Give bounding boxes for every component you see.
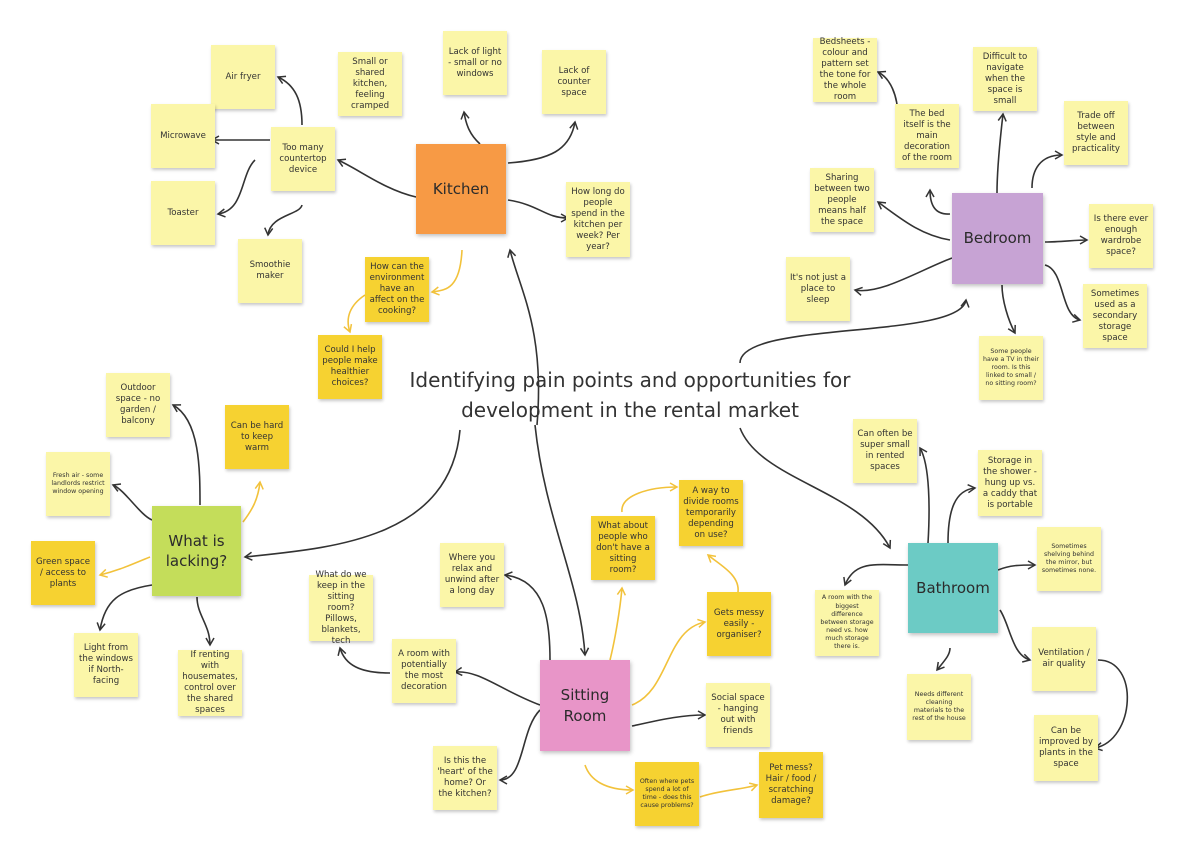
note-what-keep: What do we keep in the sitting room? Pil…: [309, 570, 373, 646]
arrow-bedroom-tradeoff: [1031, 150, 1064, 189]
arrow-countertop-toaster: [216, 159, 256, 218]
note-bedsheets: Bedsheets - colour and pattern set the t…: [813, 37, 877, 102]
arrow-sitting-social: [631, 710, 707, 727]
note-divide-rooms: A way to divide rooms temporarily depend…: [679, 480, 743, 546]
arrow-lacking-outdoor: [171, 404, 201, 506]
note-plants-improve: Can be improved by plants in the space: [1034, 715, 1098, 781]
arrow-bedroom-wardrobe: [1044, 235, 1089, 245]
arrow-bathroom-shelving: [997, 560, 1037, 571]
note-lack-of-light: Lack of light - small or no windows: [443, 31, 507, 95]
note-outdoor-space: Outdoor space - no garden / balcony: [106, 373, 170, 437]
arrow-kitchen-counter: [507, 120, 579, 164]
arrow-lacking-housemates: [196, 596, 215, 647]
arrow-kitchen-lacklight: [460, 110, 481, 145]
arrow-lacking-warm: [242, 480, 264, 523]
arrow-environment-healthier: [343, 294, 366, 334]
note-bed-decoration: The bed itself is the main decoration of…: [895, 104, 959, 168]
hub-sitting-room: Sitting Room: [540, 660, 630, 751]
note-fresh-air: Fresh air - some landlords restrict wind…: [46, 452, 110, 516]
note-wardrobe: Is there ever enough wardrobe space?: [1089, 204, 1153, 268]
arrow-bathroom-storagediff: [843, 563, 911, 587]
note-pet-mess: Pet mess? Hair / food / scratching damag…: [759, 752, 823, 818]
hub-bedroom: Bedroom: [952, 193, 1043, 284]
note-relax-unwind: Where you relax and unwind after a long …: [440, 543, 504, 607]
arrow-bathroom-shower: [947, 484, 977, 544]
note-most-decoration: A room with potentially the most decorat…: [392, 639, 456, 703]
arrow-nosit-divide: [621, 482, 679, 513]
arrow-bedroom-tv: [1001, 284, 1016, 335]
arrow-ventilation-plants: [1093, 659, 1129, 752]
note-toaster: Toaster: [151, 181, 215, 245]
note-heart-of-home: Is this the 'heart' of the home? Or the …: [433, 746, 497, 810]
note-housemates: If renting with housemates, control over…: [178, 650, 242, 716]
arrow-bathroom-supersmall: [919, 446, 930, 544]
note-healthier-choices: Could I help people make healthier choic…: [318, 335, 382, 399]
arrow-countertop-smoothie: [264, 204, 303, 237]
note-time-in-kitchen: How long do people spend in the kitchen …: [566, 182, 630, 257]
arrow-bedroom-storage: [1044, 264, 1082, 323]
note-light-from-windows: Light from the windows if North-facing: [74, 633, 138, 697]
arrow-countertop-airfryer: [276, 75, 303, 126]
arrow-kitchen-countertop: [336, 158, 417, 198]
note-secondary-storage: Sometimes used as a secondary storage sp…: [1083, 284, 1147, 348]
hub-kitchen: Kitchen: [416, 144, 506, 234]
arrow-title-kitchen: [507, 248, 540, 426]
arrow-title-bathroom: [739, 427, 892, 550]
note-super-small: Can often be super small in rented space…: [853, 419, 917, 483]
note-pets-time: Often where pets spend a lot of time - d…: [635, 762, 699, 826]
note-messy-organiser: Gets messy easily - organiser?: [707, 592, 771, 656]
arrow-bathroom-cleaning: [936, 647, 951, 672]
note-trade-off: Trade off between style and practicality: [1064, 101, 1128, 165]
arrow-lacking-light: [96, 584, 153, 632]
note-counter-space: Lack of counter space: [542, 50, 606, 114]
note-storage-difference: A room with the biggest difference betwe…: [815, 590, 879, 656]
note-tv-in-room: Some people have a TV in their room. Is …: [979, 336, 1043, 400]
arrow-title-sitting: [534, 424, 590, 657]
note-shelving-mirror: Sometimes shelving behind the mirror, bu…: [1037, 527, 1101, 591]
arrow-sitting-messy: [631, 618, 707, 706]
note-not-just-sleep: It's not just a place to sleep: [786, 257, 850, 321]
arrow-bedroom-navigate: [996, 112, 1007, 194]
note-no-sitting-room: What about people who don't have a sitti…: [591, 516, 655, 580]
note-small-kitchen: Small or shared kitchen, feeling cramped: [338, 52, 402, 116]
note-smoothie-maker: Smoothie maker: [238, 239, 302, 303]
note-microwave: Microwave: [151, 104, 215, 168]
arrow-title-bedroom: [739, 298, 970, 364]
note-sharing: Sharing between two people means half th…: [810, 168, 874, 232]
arrow-lacking-greenspace: [98, 556, 151, 578]
arrow-messy-divide: [706, 554, 739, 593]
arrow-lacking-freshair: [111, 483, 153, 521]
note-ventilation: Ventilation / air quality: [1032, 627, 1096, 691]
arrow-sitting-decoration: [453, 666, 541, 706]
arrow-sitting-nosit: [609, 586, 627, 661]
note-hard-to-keep-warm: Can be hard to keep warm: [225, 405, 289, 469]
arrow-sitting-relax: [503, 571, 551, 661]
arrow-kitchen-environment: [430, 249, 463, 296]
arrow-decoration-whatkeep: [337, 646, 391, 674]
arrow-bedroom-sleep: [853, 257, 953, 296]
arrow-bathroom-ventilation: [999, 609, 1032, 663]
arrow-kitchen-time: [507, 199, 570, 223]
note-cleaning-materials: Needs different cleaning materials to th…: [907, 674, 971, 740]
note-social-space: Social space - hanging out with friends: [706, 683, 770, 747]
note-navigate: Difficult to navigate when the space is …: [973, 47, 1037, 111]
hub-what-is-lacking: What is lacking?: [152, 506, 241, 596]
arrow-bedroom-sharing: [876, 201, 951, 241]
note-shower-storage: Storage in the shower - hung up vs. a ca…: [978, 450, 1042, 516]
note-green-space: Green space / access to plants: [31, 541, 95, 605]
page-title: Identifying pain points and opportunitie…: [409, 368, 851, 422]
arrow-sitting-petstime: [584, 764, 635, 795]
arrow-petstime-petmess: [699, 782, 759, 798]
arrow-sitting-heart: [498, 709, 541, 785]
arrow-title-lacking: [243, 429, 461, 561]
note-environment: How can the environment have an affect o…: [365, 257, 429, 322]
arrow-bedroom-bed: [925, 188, 951, 215]
hub-bathroom: Bathroom: [908, 543, 998, 633]
note-air-fryer: Air fryer: [211, 45, 275, 109]
note-countertop-device: Too many countertop device: [271, 127, 335, 191]
